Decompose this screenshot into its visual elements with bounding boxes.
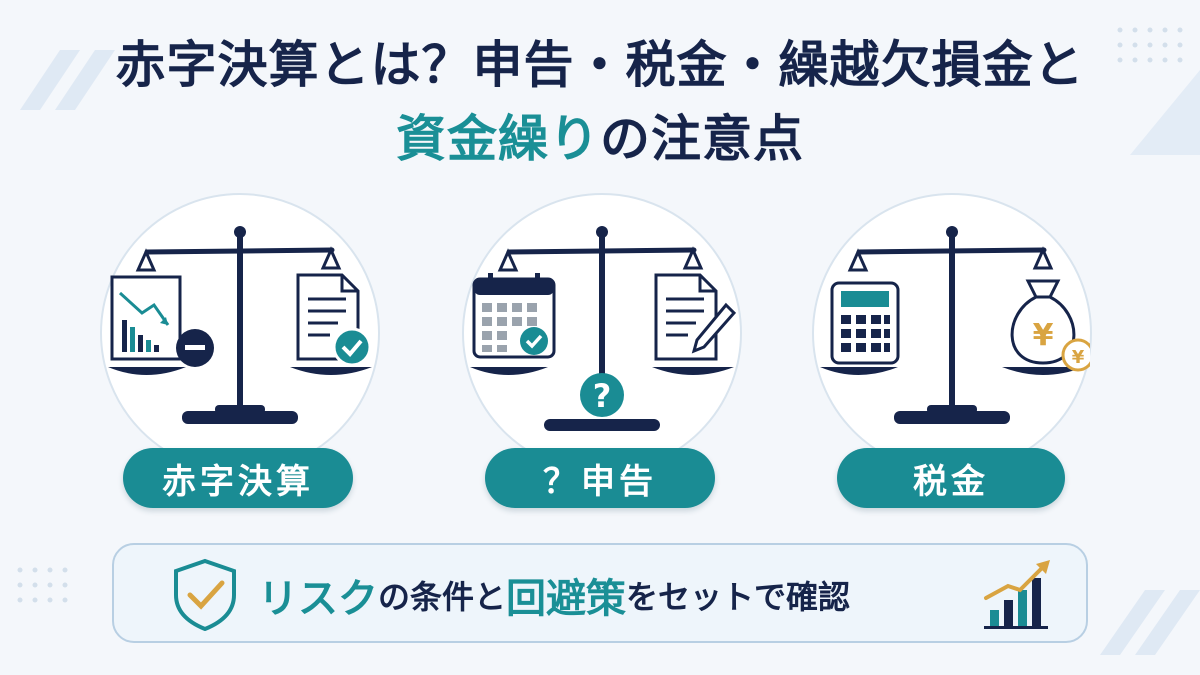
svg-text:¥: ¥	[1072, 347, 1085, 368]
svg-text:?: ?	[593, 377, 612, 415]
declining-chart-document-icon	[110, 275, 182, 361]
title-rest-text: の注意点	[600, 110, 804, 168]
card-label-tax[interactable]: 税金	[837, 448, 1065, 508]
question-mark-icon: ?	[580, 373, 624, 417]
document-pen-icon	[654, 273, 737, 361]
calendar-check-icon	[472, 273, 556, 359]
minus-circle-icon	[176, 329, 214, 367]
decorative-dots-top-right	[1117, 27, 1183, 63]
banner-text-confirm: をセットで確認	[626, 578, 851, 616]
shield-check-icon	[174, 558, 236, 631]
yen-coin-icon: ¥	[1061, 338, 1090, 372]
balance-scale-icon: ?	[470, 226, 737, 431]
balance-scale-icon: ¥ ¥	[820, 226, 1090, 424]
card-filing-circle: ?	[462, 193, 742, 473]
page-title-line-1: 赤字決算とは？申告・税金・繰越欠損金と	[115, 36, 1085, 94]
banner-accent-risk: リスク	[258, 576, 378, 622]
banner-text-conditions: の条件と	[378, 578, 507, 616]
yen-money-bag-icon: ¥	[1010, 279, 1076, 365]
card-label-filing[interactable]: ？申告	[485, 448, 715, 508]
decorative-dots-bottom-left	[17, 567, 68, 603]
card-label-deficit[interactable]: 赤字決算	[123, 448, 353, 508]
check-circle-icon	[332, 327, 372, 367]
decorative-stripes-top-left	[20, 50, 115, 110]
balance-scale-icon	[108, 226, 372, 424]
decorative-triangle-right	[1130, 70, 1200, 155]
summary-banner-text: リスクの条件と回避策をセットで確認	[258, 571, 851, 622]
decorative-stripes-bottom-right	[1100, 590, 1200, 655]
svg-text:¥: ¥	[1033, 318, 1054, 353]
calculator-icon	[830, 281, 900, 365]
growth-bar-chart-icon	[984, 560, 1050, 629]
card-tax-circle: ¥ ¥	[812, 193, 1092, 473]
card-deficit-circle	[100, 193, 380, 473]
page-title-line-2: 資金繰りの注意点	[0, 108, 1200, 170]
banner-accent-avoidance: 回避策	[506, 576, 627, 622]
summary-banner	[112, 543, 1088, 643]
title-accent-text: 資金繰り	[396, 110, 600, 168]
